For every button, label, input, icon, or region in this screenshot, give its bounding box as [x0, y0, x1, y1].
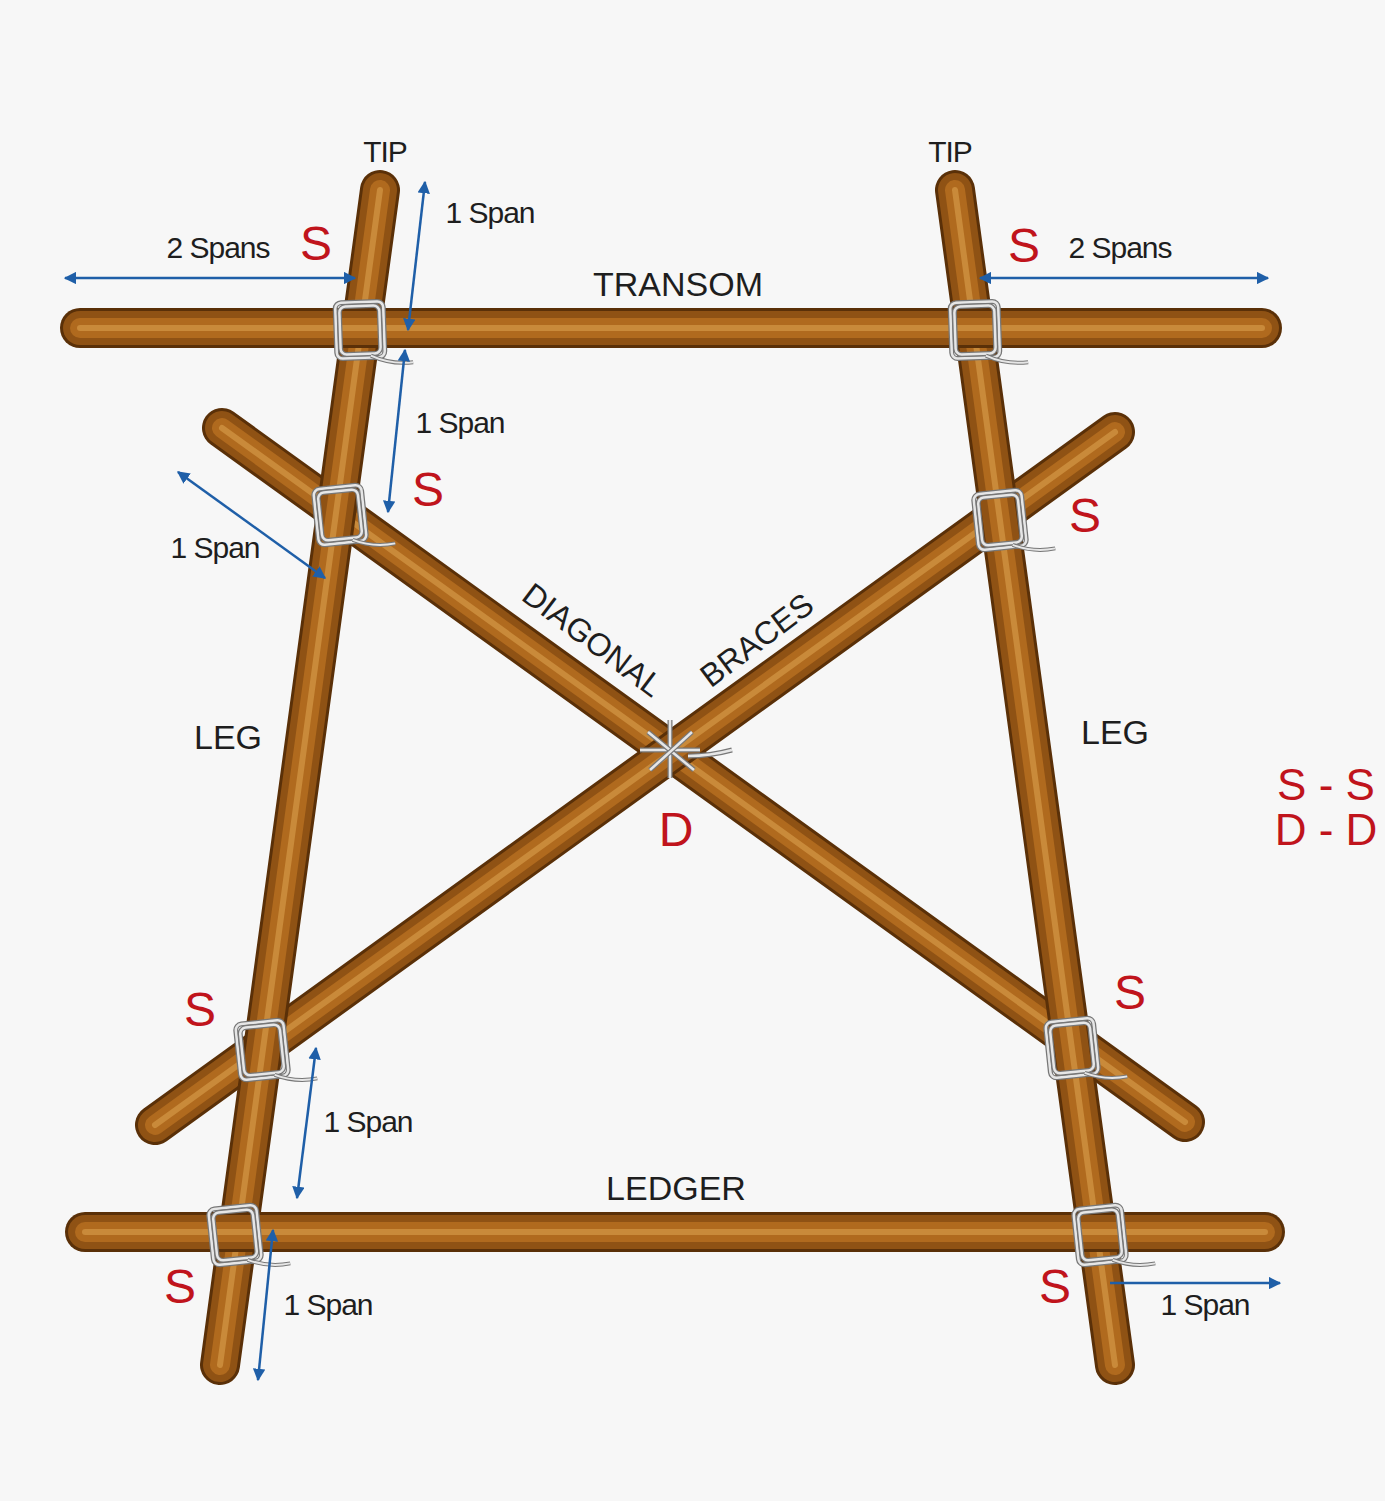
lashing-mark: D — [659, 806, 694, 854]
legend-note: S - S — [1277, 763, 1375, 807]
part-name: TRANSOM — [593, 267, 763, 301]
span-dimension: 1 Span — [170, 533, 259, 563]
square-lashing — [973, 487, 1055, 557]
dimension-arrow — [258, 1230, 273, 1380]
dimension-arrow — [388, 350, 405, 512]
part-name: LEG — [194, 720, 262, 754]
square-lashing — [1045, 1015, 1127, 1085]
dimension-arrow — [65, 277, 355, 280]
span-dimension: 1 Span — [415, 408, 504, 438]
square-lashing — [235, 1017, 317, 1087]
dimension-arrows — [65, 182, 1280, 1380]
dimension-arrow — [980, 277, 1268, 280]
part-name: LEDGER — [606, 1171, 746, 1205]
legend-note: D - D — [1275, 808, 1378, 852]
square-lashing — [1073, 1202, 1155, 1272]
dimension-arrow — [297, 1048, 316, 1198]
dimension-arrow — [1110, 1282, 1280, 1285]
lashing-mark: S — [1008, 222, 1040, 270]
diagonal-lashing — [640, 720, 732, 778]
tip-label: TIP — [363, 137, 407, 167]
pole — [955, 190, 1115, 1365]
span-dimension: 2 Spans — [166, 233, 269, 263]
part-name: LEG — [1081, 715, 1149, 749]
pole — [80, 328, 1262, 329]
tip-label: TIP — [928, 137, 972, 167]
lashing-mark: S — [1114, 969, 1146, 1017]
lashing-mark: S — [1069, 492, 1101, 540]
pole — [220, 190, 380, 1365]
lashing-mark: S — [300, 220, 332, 268]
span-dimension: 2 Spans — [1068, 233, 1171, 263]
poles — [80, 190, 1265, 1365]
square-lashing — [335, 300, 413, 365]
square-lashing — [208, 1202, 290, 1272]
dimension-arrow — [408, 182, 425, 330]
lashing-mark: S — [184, 986, 216, 1034]
span-dimension: 1 Span — [323, 1107, 412, 1137]
span-dimension: 1 Span — [1160, 1290, 1249, 1320]
span-dimension: 1 Span — [445, 198, 534, 228]
square-lashing — [950, 300, 1028, 365]
lashing-mark: S — [164, 1263, 196, 1311]
lashings — [208, 300, 1155, 1271]
lashing-mark: S — [412, 466, 444, 514]
pole — [85, 1232, 1265, 1233]
lashing-mark: S — [1039, 1263, 1071, 1311]
span-dimension: 1 Span — [283, 1290, 372, 1320]
square-lashing — [313, 482, 395, 552]
